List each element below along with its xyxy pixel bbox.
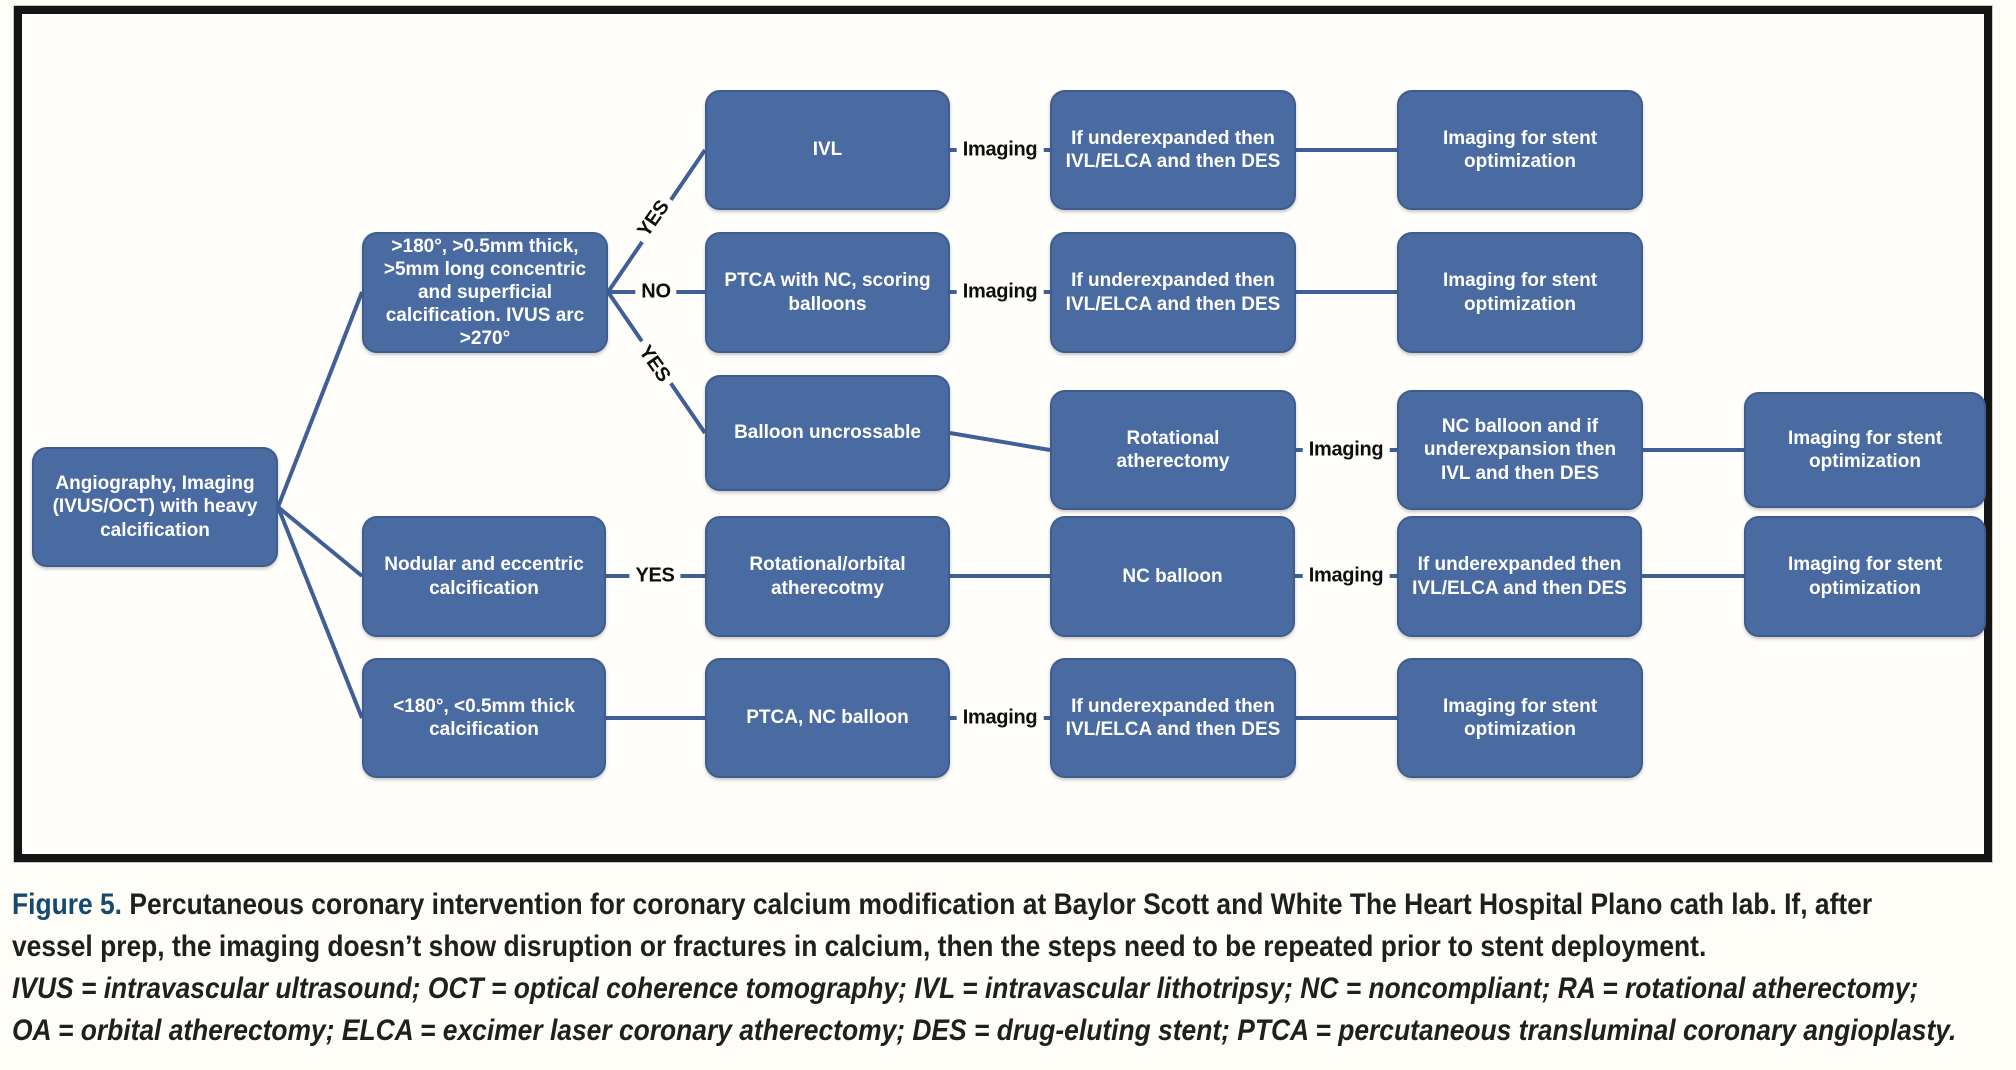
node-nodular-calcification: Nodular and eccentric calcification <box>362 516 606 637</box>
edge-label-imaging-row5: Imaging <box>956 706 1044 730</box>
node-mild-calcification: <180°, <0.5mm thick calcification <box>362 658 606 778</box>
node-stent-optimization-row2: Imaging for stent optimization <box>1397 232 1643 353</box>
caption-line-1: Figure 5. Percutaneous coronary interven… <box>12 884 2016 926</box>
edge-label-no: NO <box>635 280 677 304</box>
node-ivl: IVL <box>705 90 950 210</box>
node-underexpanded-row1: If underexpanded then IVL/ELCA and then … <box>1050 90 1296 210</box>
node-ptca-scoring-balloons: PTCA with NC, scoring balloons <box>705 232 950 353</box>
figure-number: Figure 5. <box>12 888 123 921</box>
edge-label-yes-row4: YES <box>629 564 681 588</box>
edge-label-imaging-row3: Imaging <box>1302 438 1390 462</box>
caption-abbreviations-line-1: IVUS = intravascular ultrasound; OCT = o… <box>12 972 1919 1005</box>
node-balloon-uncrossable: Balloon uncrossable <box>705 375 950 491</box>
node-nc-balloon-underexpansion: NC balloon and if underexpansion then IV… <box>1397 390 1643 510</box>
node-ptca-nc-balloon: PTCA, NC balloon <box>705 658 950 778</box>
node-stent-optimization-row3: Imaging for stent optimization <box>1744 392 1986 508</box>
edge-label-imaging-row2: Imaging <box>956 280 1044 304</box>
node-angiography: Angiography, Imaging (IVUS/OCT) with hea… <box>32 447 278 567</box>
node-stent-optimization-row1: Imaging for stent optimization <box>1397 90 1643 210</box>
edge-label-imaging-row1: Imaging <box>956 138 1044 162</box>
node-underexpanded-row2: If underexpanded then IVL/ELCA and then … <box>1050 232 1296 353</box>
node-rotational-atherectomy: Rotational atherectomy <box>1050 390 1296 510</box>
node-nc-balloon: NC balloon <box>1050 516 1295 637</box>
caption-abbreviations-line-2: OA = orbital atherectomy; ELCA = excimer… <box>12 1014 1957 1047</box>
node-underexpanded-row5: If underexpanded then IVL/ELCA and then … <box>1050 658 1296 778</box>
node-rotational-orbital-atherectomy: Rotational/orbital atherecotmy <box>705 516 950 637</box>
node-concentric-calcification: >180°, >0.5mm thick, >5mm long concentri… <box>362 232 608 353</box>
node-stent-optimization-row4: Imaging for stent optimization <box>1744 516 1986 637</box>
node-stent-optimization-row5: Imaging for stent optimization <box>1397 658 1643 778</box>
flowchart-frame <box>14 6 1992 862</box>
edge-label-imaging-row4: Imaging <box>1302 564 1390 588</box>
figure-caption: Figure 5. Percutaneous coronary interven… <box>12 884 2016 1052</box>
node-underexpanded-row4: If underexpanded then IVL/ELCA and then … <box>1397 516 1642 637</box>
caption-line-2: vessel prep, the imaging doesn’t show di… <box>12 930 1707 963</box>
caption-line1-text: Percutaneous coronary intervention for c… <box>129 888 1873 921</box>
